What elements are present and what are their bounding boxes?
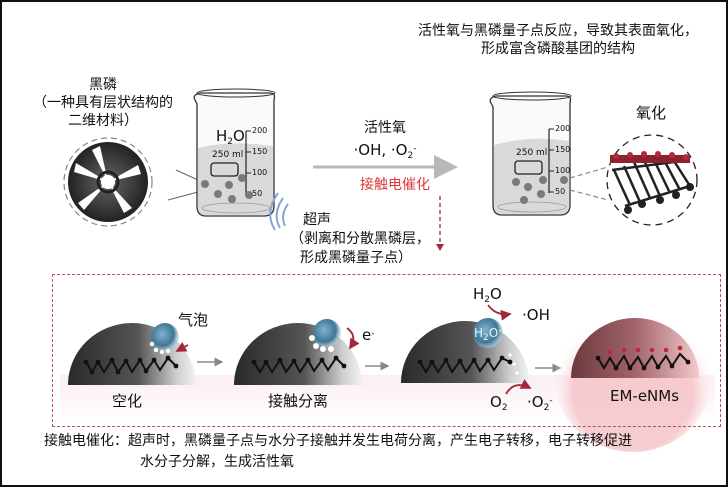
contact-electrocatalysis-label: 接触电催化 — [360, 177, 430, 193]
beaker-left — [193, 88, 276, 217]
oxidized-structure — [606, 134, 698, 226]
black-phosphorus-structure — [63, 137, 153, 227]
h2o-reactant: H2O — [473, 285, 502, 306]
arrow-head-icon — [436, 244, 444, 251]
reactive-species: ·OH, ·O2- — [353, 141, 417, 162]
zoom-line — [167, 191, 199, 201]
stage4-dome — [555, 308, 711, 452]
o2-reactant: O2 — [490, 393, 508, 414]
stage1-label: 空化 — [112, 392, 143, 410]
contact-electrocatalysis-panel — [52, 274, 721, 427]
tick-label: 200 — [555, 124, 571, 133]
tick-label: 100 — [555, 166, 571, 175]
oxidation-label: 氧化 — [636, 104, 667, 122]
ultrasound-desc-line1: （剥离和分散黑磷层， — [290, 231, 430, 247]
superoxide-radical: ·O2- — [527, 393, 553, 414]
h2o-minus: H2O- — [474, 325, 502, 344]
bubble-label: 气泡 — [178, 311, 209, 329]
tick-label: 200 — [252, 126, 268, 135]
bottom-caption-line2: 水分子分解，生成活性氧 — [140, 454, 294, 470]
tick-label: 50 — [252, 189, 263, 198]
ultrasound-desc-line2: 形成黑磷量子点） — [300, 250, 412, 266]
top-caption: 活性氧与黑磷量子点反应，导致其表面氧化， 形成富含磷酸基团的结构 — [390, 22, 726, 58]
bp-desc-line1: （一种具有层状结构的 — [33, 95, 173, 111]
beaker-left-h2o: H2O — [216, 127, 245, 148]
stage4-label: EM-eNMs — [610, 387, 680, 405]
tick-label: 100 — [252, 168, 268, 177]
stage1-dome — [68, 323, 196, 385]
top-caption-line2: 形成富含磷酸基团的结构 — [481, 41, 635, 57]
stage2-label: 接触分离 — [268, 392, 329, 410]
tick-label: 150 — [555, 145, 571, 154]
oh-radical: ·OH — [522, 306, 550, 324]
top-caption-line1: 活性氧与黑磷量子点反应，导致其表面氧化， — [418, 23, 698, 39]
bottom-caption-line1: 接触电催化：超声时，黑磷量子点与水分子接触并发生电荷分离，产生电子转移，电子转移… — [44, 433, 632, 449]
zoom-line — [569, 166, 609, 179]
ultrasound-title: 超声 — [303, 212, 331, 228]
beaker-right — [489, 91, 572, 216]
tick-label: 50 — [555, 187, 566, 196]
reactive-oxygen-label: 活性氧 — [364, 120, 406, 136]
zoom-line — [569, 189, 609, 201]
bp-desc-line2: 二维材料） — [68, 113, 138, 129]
beaker-left-volume: 250 ml — [212, 150, 244, 160]
stage2-dome — [234, 319, 362, 385]
tick-label: 150 — [252, 147, 268, 156]
beaker-right-volume: 250 ml — [516, 148, 548, 158]
bp-title: 黑磷 — [89, 77, 117, 93]
black-phosphorus-label: 黑磷 （一种具有层状结构的 二维材料） — [18, 76, 188, 130]
ultrasound-wave-icon — [269, 192, 289, 231]
electron-label: e- — [362, 326, 375, 344]
zoom-line — [175, 169, 199, 181]
stage3-dome — [401, 304, 532, 395]
